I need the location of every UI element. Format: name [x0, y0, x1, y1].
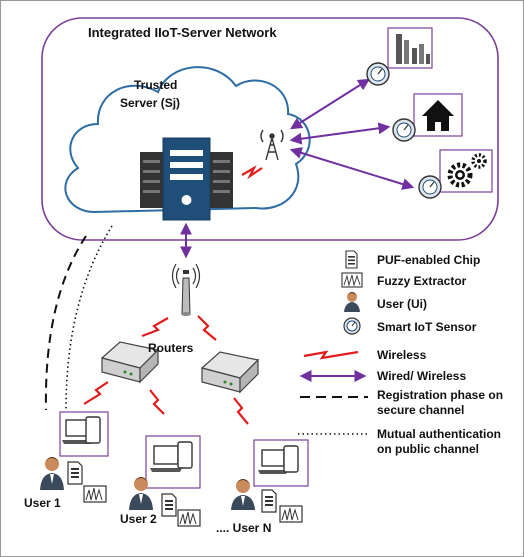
- legend-puf-chip-icon: [345, 250, 358, 269]
- network-title: Integrated IIoT-Server Network: [88, 25, 277, 40]
- user-1-label: User 1: [24, 496, 61, 510]
- network-boundary: [41, 17, 499, 241]
- puf-chip-icon: [261, 489, 277, 513]
- arrow-to-machine-sensor: [289, 147, 415, 190]
- factory-icon: [387, 27, 433, 69]
- legend-wireless-link-icon: [303, 350, 359, 360]
- wireless-link: [233, 397, 249, 425]
- legend-smart-sensor-label: Smart IoT Sensor: [377, 320, 477, 334]
- legend-puf-chip-label: PUF-enabled Chip: [377, 253, 481, 267]
- gears-icon: [439, 149, 493, 193]
- antenna-tower-icon: [260, 129, 284, 161]
- wireless-link: [241, 165, 263, 180]
- smart-sensor-icon: [366, 62, 390, 86]
- home-icon: [413, 93, 463, 137]
- legend-mutual-auth-label: Mutual authentication on public channel: [377, 427, 501, 456]
- user-icon: [231, 479, 255, 510]
- legend-user-label: User (Ui): [377, 297, 428, 311]
- server-label-line2: Server (Sj): [120, 96, 181, 110]
- legend-smart-sensor-icon: [343, 317, 361, 335]
- user-n-devices: [253, 439, 309, 487]
- routers-label: Routers: [148, 341, 194, 355]
- puf-chip-icon: [67, 461, 83, 485]
- legend-wired-wireless-label: Wired/ Wireless: [377, 369, 467, 383]
- arrow-to-home-sensor: [289, 122, 391, 145]
- registration-channel-line: [44, 235, 87, 411]
- wireless-link: [141, 317, 169, 338]
- puf-chip-icon: [161, 493, 177, 517]
- user-1-devices: [59, 411, 109, 457]
- legend-user-icon: [344, 292, 360, 312]
- trusted-server-icon: [140, 137, 233, 221]
- router-icon: [100, 341, 160, 384]
- user-icon: [40, 457, 64, 490]
- user-2-label: User 2: [120, 512, 157, 526]
- fuzzy-extractor-icon: [83, 485, 107, 503]
- smart-sensor-icon: [418, 175, 442, 199]
- user-icon: [129, 477, 153, 510]
- legend-wireless-label: Wireless: [377, 348, 427, 362]
- gateway-antenna-icon: [171, 263, 201, 316]
- arrow-to-factory-sensor: [289, 78, 371, 130]
- server-label-line1: Trusted: [134, 78, 178, 92]
- user-2-devices: [145, 435, 201, 489]
- legend-fuzzy-extractor-label: Fuzzy Extractor: [377, 274, 467, 288]
- router-icon: [200, 351, 260, 394]
- smart-sensor-icon: [392, 118, 416, 142]
- wireless-link: [197, 315, 217, 341]
- wireless-link: [149, 389, 165, 415]
- mutual-auth-channel-line: [65, 225, 113, 411]
- user-n-label: .... User N: [216, 521, 272, 535]
- fuzzy-extractor-icon: [279, 505, 303, 523]
- legend-registration-label: Registration phase on secure channel: [377, 388, 504, 417]
- fuzzy-extractor-icon: [177, 509, 201, 527]
- legend-fuzzy-extractor-icon: [341, 272, 363, 288]
- wireless-link: [83, 381, 109, 405]
